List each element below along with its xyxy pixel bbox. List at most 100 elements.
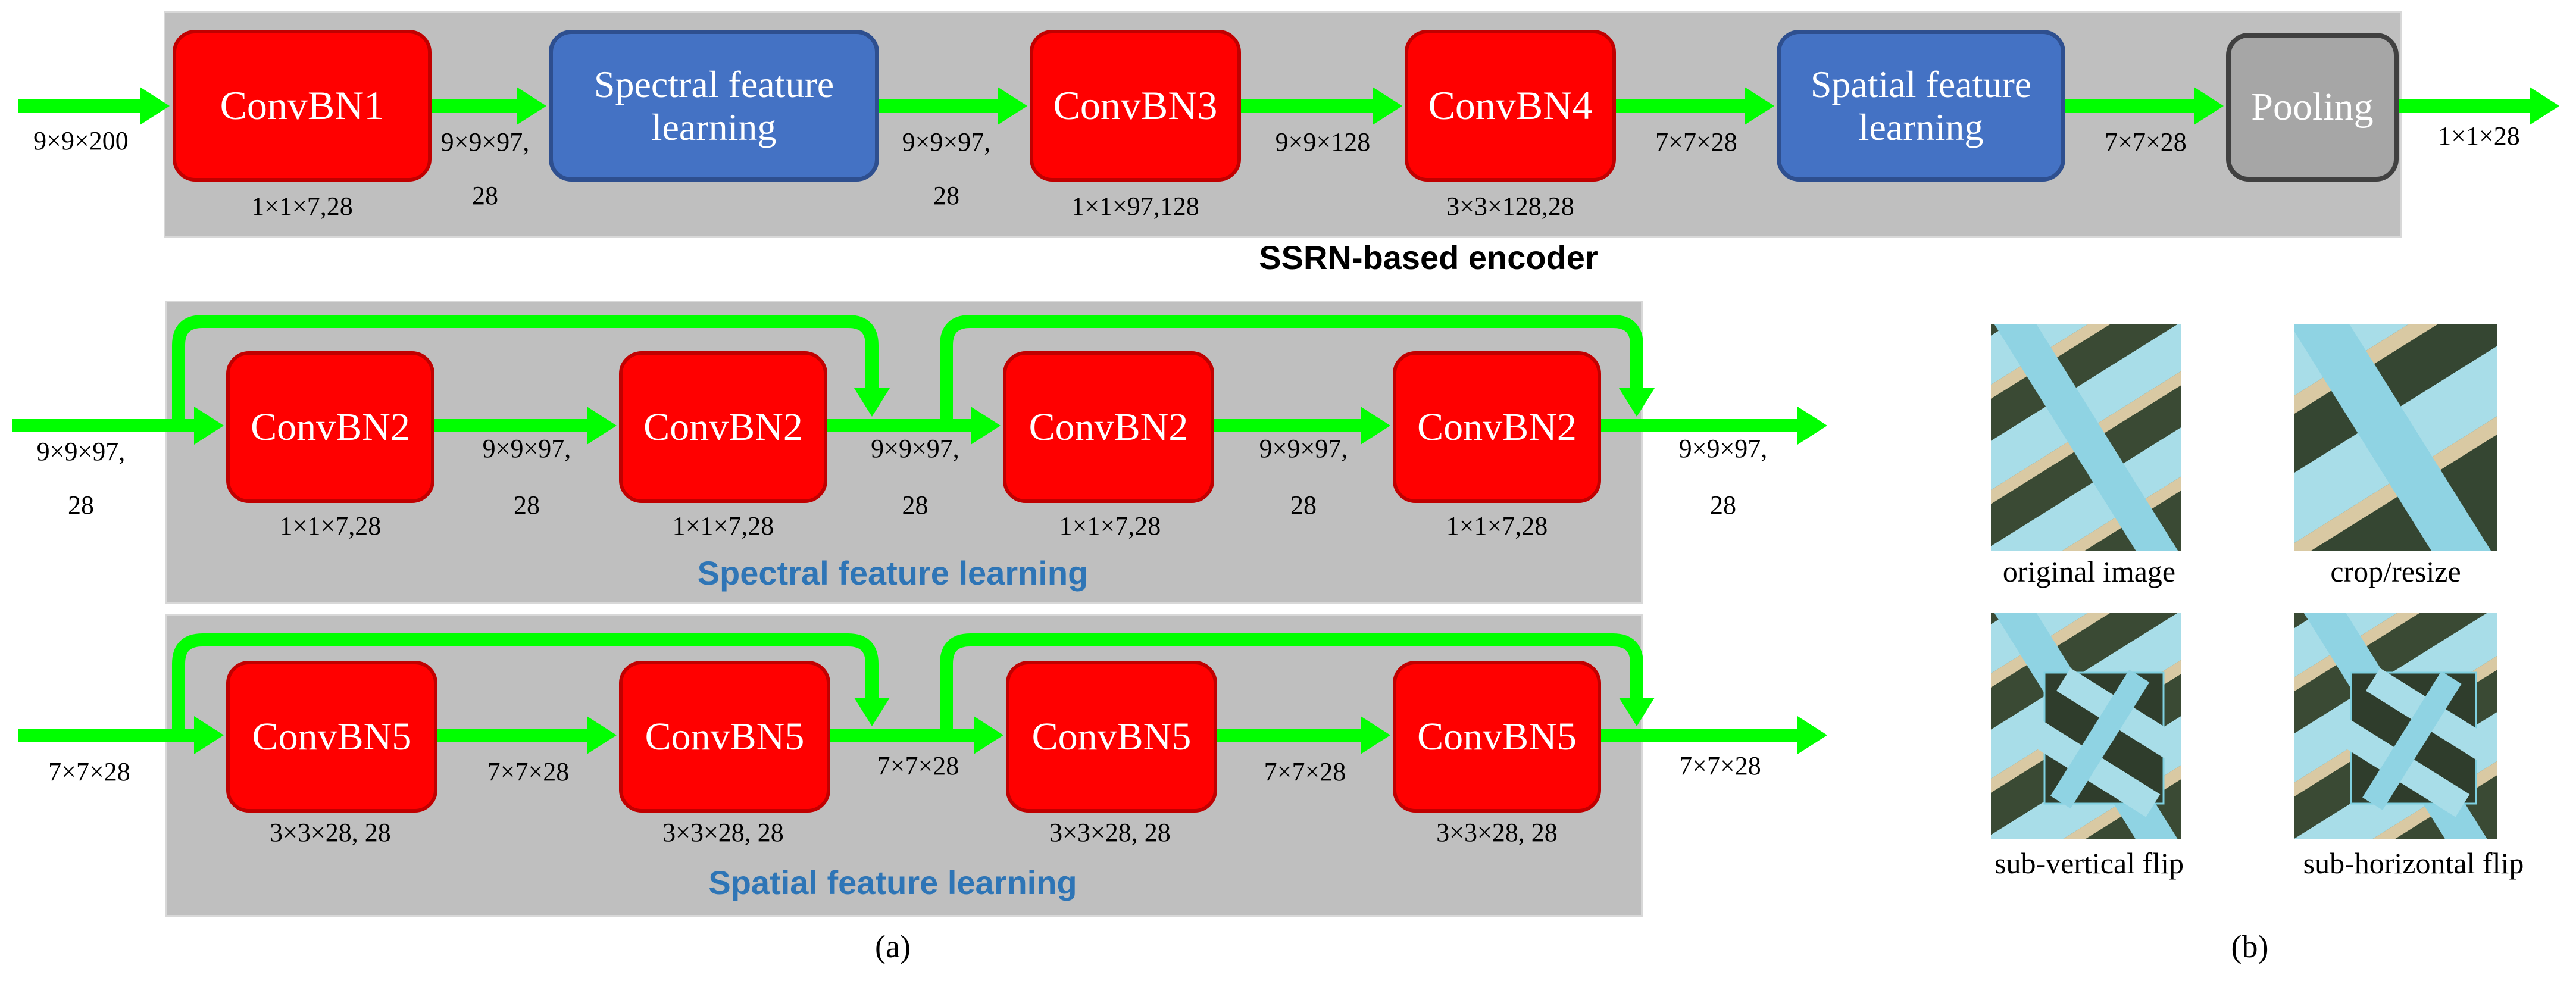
- flow-arrow-icon: [974, 716, 1003, 754]
- encoder-sub-convbn3: 1×1×97,128: [1071, 192, 1199, 221]
- encoder-block-spectral-learning: Spectral feature learning: [549, 30, 879, 182]
- caption-a: (a): [875, 929, 911, 964]
- flow-arrow-icon: [1619, 388, 1655, 417]
- satellite-patch-image: [1991, 324, 2181, 551]
- encoder-block-spatial-learning: Spatial feature learning: [1777, 30, 2065, 182]
- encoder-title: SSRN-based encoder: [1259, 239, 1598, 276]
- spatial-block-3: ConvBN5: [1006, 661, 1217, 813]
- spectral-dim-3a: 9×9×97,: [1259, 434, 1348, 463]
- flow-arrow-icon: [194, 716, 224, 754]
- skip-connection: [940, 315, 1643, 426]
- skip-connection: [172, 315, 879, 426]
- flow-arrow-icon: [854, 698, 890, 726]
- encoder-block-pooling: Pooling: [2226, 33, 2399, 182]
- flow-arrow-icon: [1361, 407, 1390, 445]
- spectral-input-dim-b: 28: [68, 491, 94, 520]
- block-label: ConvBN2: [643, 405, 803, 449]
- block-label: ConvBN1: [220, 83, 384, 129]
- spatial-title: Spatial feature learning: [708, 864, 1077, 901]
- flow-arrow-icon: [2194, 87, 2224, 125]
- spectral-dim-2b: 28: [902, 491, 929, 520]
- encoder-sub-convbn1: 1×1×7,28: [251, 192, 353, 221]
- spatial-dim-3: 7×7×28: [1264, 757, 1346, 786]
- spectral-dim-3b: 28: [1290, 491, 1317, 520]
- aug-caption-horizontal: sub-horizontal flip: [2303, 846, 2524, 880]
- block-label: ConvBN2: [251, 405, 410, 449]
- flow-arrow-icon: [140, 87, 170, 125]
- encoder-output-dim: 1×1×28: [2438, 121, 2520, 151]
- spectral-sub-1: 1×1×7,28: [279, 511, 382, 541]
- spatial-dim-2: 7×7×28: [877, 751, 959, 780]
- spatial-block-2: ConvBN5: [619, 661, 830, 813]
- aug-caption-original: original image: [2002, 555, 2176, 588]
- encoder-dim-4: 7×7×28: [1655, 127, 1737, 157]
- block-label: Pooling: [2251, 85, 2374, 129]
- spectral-title: Spectral feature learning: [697, 554, 1089, 592]
- encoder-dim-3: 9×9×128: [1275, 127, 1371, 157]
- flow-arrow-icon: [1373, 87, 1402, 125]
- spectral-sub-3: 1×1×7,28: [1059, 511, 1161, 541]
- skip-connection: [172, 633, 879, 735]
- spatial-input-dim: 7×7×28: [48, 757, 130, 786]
- spectral-block-4: ConvBN2: [1393, 351, 1601, 503]
- spectral-block-1: ConvBN2: [226, 351, 434, 503]
- block-label: ConvBN5: [252, 714, 412, 758]
- aug-caption-crop: crop/resize: [2330, 555, 2461, 588]
- encoder-block-convbn4: ConvBN4: [1405, 30, 1616, 182]
- flow-arrow-icon: [1797, 716, 1827, 754]
- aug-sub-horizontal-flip: [2294, 613, 2497, 839]
- caption-b: (b): [2231, 929, 2269, 964]
- flow-arrow-icon: [517, 87, 546, 125]
- flow-arrow-icon: [587, 716, 617, 754]
- spatial-sub-3: 3×3×28, 28: [1049, 818, 1171, 847]
- spectral-dim-1a: 9×9×97,: [482, 434, 571, 463]
- flow-arrow-icon: [854, 388, 890, 417]
- aug-original-image: [1991, 324, 2181, 551]
- spatial-sub-2: 3×3×28, 28: [662, 818, 784, 847]
- flow-arrow-icon: [2530, 87, 2559, 125]
- aug-sub-vertical-flip: [1991, 613, 2181, 839]
- spatial-output-dim: 7×7×28: [1679, 751, 1761, 780]
- spatial-block-4: ConvBN5: [1393, 661, 1601, 813]
- encoder-dim-1a: 9×9×97,: [440, 127, 530, 157]
- encoder-sub-convbn4: 3×3×128,28: [1446, 192, 1574, 221]
- flow-arrow-icon: [1797, 407, 1827, 445]
- spectral-dim-2a: 9×9×97,: [871, 434, 959, 463]
- spectral-block-2: ConvBN2: [619, 351, 827, 503]
- encoder-block-convbn3: ConvBN3: [1030, 30, 1241, 182]
- aug-caption-vertical: sub-vertical flip: [1994, 846, 2184, 880]
- encoder-dim-2b: 28: [933, 181, 959, 210]
- satellite-patch-image: [2294, 324, 2497, 551]
- spectral-dim-1b: 28: [514, 491, 540, 520]
- flow-arrow-icon: [998, 87, 1027, 125]
- block-label: ConvBN5: [645, 714, 805, 758]
- encoder-dim-2a: 9×9×97,: [902, 127, 991, 157]
- spatial-sub-1: 3×3×28, 28: [270, 818, 391, 847]
- block-label: Spatial feature learning: [1810, 63, 2032, 148]
- spatial-sub-4: 3×3×28, 28: [1436, 818, 1558, 847]
- block-label: ConvBN4: [1428, 83, 1593, 129]
- flow-arrow-icon: [194, 407, 224, 445]
- spectral-output-dim-a: 9×9×97,: [1678, 434, 1768, 463]
- aug-crop-resize: [2294, 324, 2497, 551]
- block-label: Spectral feature learning: [593, 63, 834, 148]
- block-label: ConvBN5: [1417, 714, 1577, 758]
- encoder-input-dim: 9×9×200: [33, 126, 129, 155]
- flow-arrow-icon: [587, 407, 617, 445]
- spatial-block-1: ConvBN5: [226, 661, 437, 813]
- block-label: ConvBN2: [1028, 405, 1189, 449]
- flow-arrow-icon: [1361, 716, 1390, 754]
- spectral-sub-4: 1×1×7,28: [1446, 511, 1548, 541]
- block-label: ConvBN3: [1053, 83, 1218, 129]
- spatial-dim-1: 7×7×28: [487, 757, 570, 786]
- spectral-sub-2: 1×1×7,28: [672, 511, 774, 541]
- spectral-block-3: ConvBN2: [1003, 351, 1214, 503]
- flow-arrow-icon: [971, 407, 1001, 445]
- block-label: ConvBN5: [1031, 714, 1192, 758]
- encoder-dim-1b: 28: [472, 181, 498, 210]
- encoder-block-convbn1: ConvBN1: [173, 30, 432, 182]
- flow-arrow-icon: [1745, 87, 1774, 125]
- satellite-patch-image: [2294, 613, 2497, 839]
